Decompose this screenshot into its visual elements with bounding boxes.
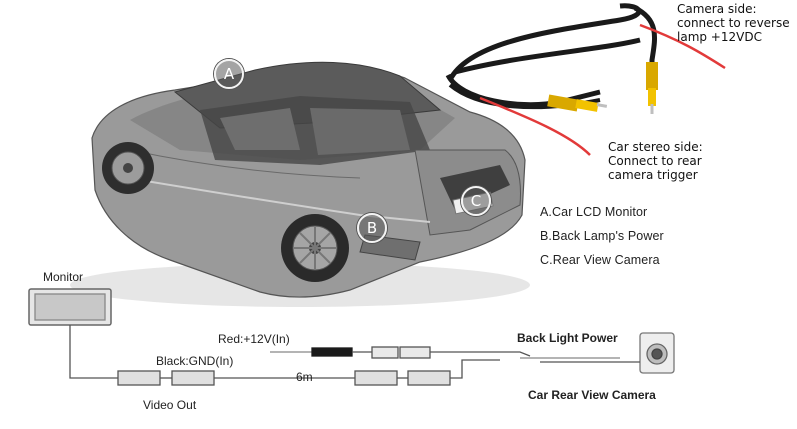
stereo-side-line-2: Connect to rear [608, 154, 702, 168]
camera-side-line-1: Camera side: [677, 2, 757, 16]
camera-side-line-3: lamp +12VDC [677, 30, 762, 44]
stereo-side-line-3: camera trigger [608, 168, 698, 182]
cable-coil-illustration [445, 3, 726, 156]
marker-a: A [214, 59, 244, 89]
monitor-label: Monitor [43, 270, 84, 284]
back-light-power-label: Back Light Power [517, 331, 618, 345]
stereo-side-line-1: Car stereo side: [608, 140, 703, 154]
black-wire-label: Black:GND(In) [156, 354, 234, 368]
legend-item-a: A.Car LCD Monitor [540, 205, 648, 219]
legend-item-b: B.Back Lamp's Power [540, 229, 664, 243]
cable-length-label: 6m [296, 370, 313, 384]
wiring-schematic [28, 288, 675, 386]
marker-b: B [357, 213, 387, 243]
marker-c: C [461, 186, 491, 216]
stereo-side-callout: Car stereo side: Connect to rear camera … [608, 140, 703, 182]
legend-item-c: C.Rear View Camera [540, 253, 660, 267]
car-illustration [70, 61, 530, 307]
camera-side-line-2: connect to reverse [677, 16, 790, 30]
red-wire-label: Red:+12V(In) [218, 332, 290, 346]
rear-camera-label: Car Rear View Camera [528, 388, 656, 402]
video-out-label: Video Out [143, 398, 197, 412]
camera-side-callout: Camera side: connect to reverse lamp +12… [677, 2, 790, 44]
